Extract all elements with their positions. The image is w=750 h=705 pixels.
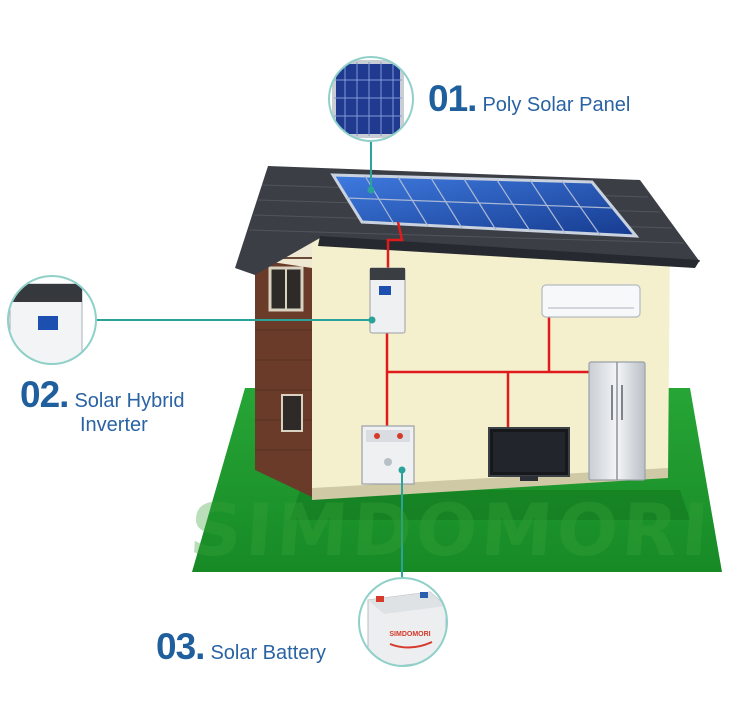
label-text: Poly Solar Panel bbox=[482, 94, 631, 116]
air-conditioner bbox=[541, 284, 641, 318]
lawn-shadow bbox=[290, 490, 690, 520]
label-battery: 03. Solar Battery bbox=[156, 626, 326, 668]
label-text: Solar Hybrid bbox=[74, 390, 185, 412]
television bbox=[488, 427, 570, 481]
refrigerator bbox=[588, 361, 646, 481]
roof-solar-panels bbox=[330, 173, 640, 238]
side-window-lower bbox=[281, 394, 303, 432]
label-number: 01. bbox=[428, 78, 477, 119]
label-solar-panel: 01. Poly Solar Panel bbox=[428, 78, 630, 120]
callout-battery: SIMDOMORI bbox=[358, 577, 448, 667]
callout-dots bbox=[367, 186, 406, 474]
label-text: Inverter bbox=[80, 414, 148, 436]
callout-lines bbox=[96, 141, 403, 578]
label-text: Solar Battery bbox=[210, 642, 327, 664]
battery-brand-text: SIMDOMORI bbox=[389, 631, 430, 638]
label-inverter: 02. Solar Hybrid bbox=[20, 374, 184, 416]
label-number: 02. bbox=[20, 374, 69, 415]
callout-inverter bbox=[7, 275, 97, 365]
battery-cabinet bbox=[361, 425, 415, 485]
label-inverter-line2: Inverter bbox=[80, 414, 148, 437]
roof-edge bbox=[318, 236, 700, 268]
wall-inverter bbox=[369, 267, 406, 334]
callout-solar-panel bbox=[328, 56, 414, 142]
label-number: 03. bbox=[156, 626, 205, 667]
brand-watermark: SIMDOMORI bbox=[187, 488, 716, 572]
wiring bbox=[385, 221, 590, 428]
